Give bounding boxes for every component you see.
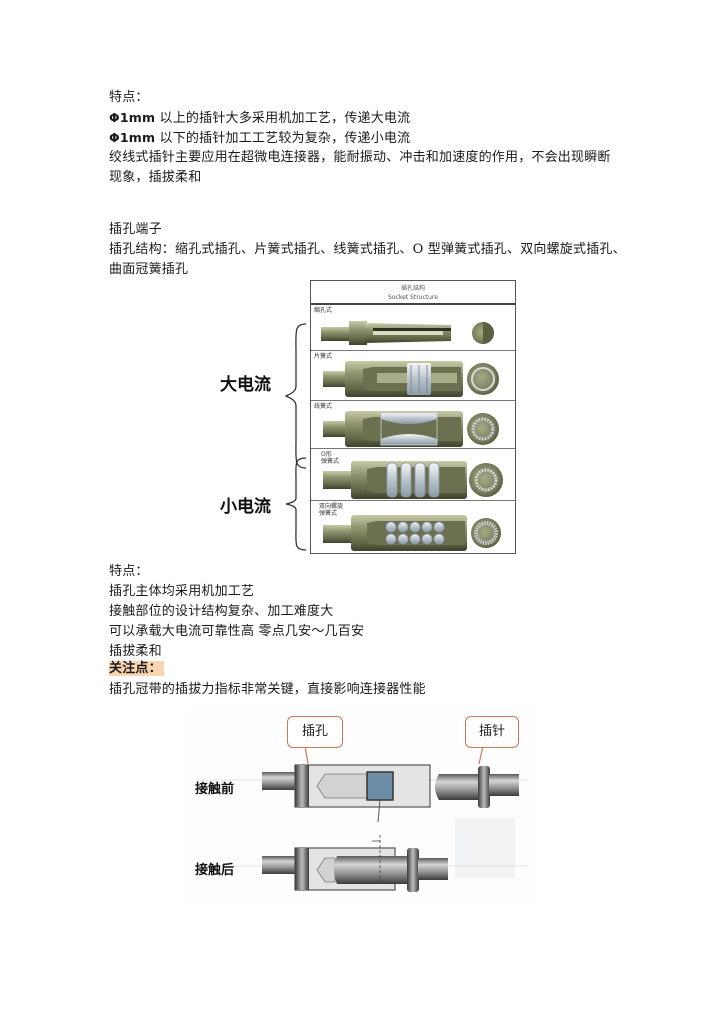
socket-row-o-ring-spring: O形 弹簧式	[311, 449, 515, 501]
large-current-label: 大电流	[220, 375, 271, 395]
after-contact-label: 接触后	[195, 863, 235, 878]
feature-line: 插孔主体均采用机加工艺	[109, 584, 255, 599]
socket-row-shrink: 缩孔式	[311, 305, 515, 351]
focus-highlight: 关注点：	[109, 661, 164, 676]
row-label: 缩孔式	[314, 307, 333, 314]
socket-row-wire-spring: 线簧式	[311, 401, 515, 449]
row-label: 线簧式	[314, 403, 333, 410]
socket-row-leaf-spring: 片簧式	[311, 351, 515, 401]
small-current-label: 小电流	[220, 497, 271, 517]
socket-callout: 插孔	[287, 716, 343, 748]
contact-diagram-illustration	[197, 745, 527, 892]
leaf-spring-socket-icon	[323, 361, 499, 397]
small-current-brace-icon	[285, 457, 307, 551]
shrink-socket-icon	[321, 321, 494, 345]
pin-large-current-line: Φ1mm 以上的插针大多采用机加工艺，传递大电流	[109, 108, 410, 129]
stranded-pin-line: 绞线式插针主要应用在超微电连接器，能耐振动、冲击和加速度的作用，不会出现瞬断	[109, 150, 611, 165]
socket-row-bidirectional-helix: 双向螺旋 弹簧式	[311, 501, 515, 553]
feature-line: 插拔柔和	[109, 644, 162, 659]
row-label: 双向螺旋 弹簧式	[319, 503, 344, 517]
o-ring-spring-socket-icon	[323, 461, 503, 499]
stranded-pin-line-cont: 现象，插拔柔和	[109, 170, 202, 185]
line-text: 以下的插针加工工艺较为复杂，传递小电流	[155, 131, 411, 146]
socket-structure-figure: 大电流 小电流 插孔结构 Socket Structure	[212, 280, 518, 556]
before-contact-label: 接触前	[195, 782, 235, 797]
feature-line: 接触部位的设计结构复杂、加工难度大	[109, 604, 334, 619]
section1-heading: 特点：	[109, 90, 149, 105]
row-label: O形 弹簧式	[321, 451, 340, 465]
bidirectional-helix-socket-icon	[323, 515, 501, 551]
socket-structure-table: 插孔结构 Socket Structure	[310, 280, 516, 554]
pin-callout: 插针	[465, 716, 519, 748]
focus-point-heading: 关注点：	[109, 659, 164, 679]
section3-heading: 特点：	[109, 564, 149, 579]
wire-spring-socket-icon	[323, 411, 499, 447]
row-label: 片簧式	[314, 353, 333, 360]
pin-small-current-line: Φ1mm 以下的插针加工工艺较为复杂，传递小电流	[109, 128, 410, 149]
phi-prefix: Φ1mm	[109, 110, 156, 125]
socket-structure-line-cont: 曲面冠簧插孔	[109, 262, 189, 277]
table-header: 插孔结构 Socket Structure	[311, 281, 515, 305]
phi-prefix: Φ1mm	[109, 130, 156, 145]
section2-heading: 插孔端子	[109, 222, 162, 237]
feature-line: 可以承载大电流可靠性高 零点几安～几百安	[109, 624, 365, 639]
contact-diagram: 插孔 插针 接触前 接触后	[187, 708, 537, 902]
large-current-brace-icon	[284, 323, 307, 469]
table-title-cn: 插孔结构	[400, 285, 425, 292]
socket-structure-line: 插孔结构：缩孔式插孔、片簧式插孔、线簧式插孔、O 型弹簧式插孔、双向螺旋式插孔、	[109, 242, 626, 257]
focus-point-text: 插孔冠带的插拔力指标非常关键，直接影响连接器性能	[109, 682, 426, 697]
line-text: 以上的插针大多采用机加工艺，传递大电流	[155, 111, 411, 126]
table-title-en: Socket Structure	[388, 294, 438, 301]
